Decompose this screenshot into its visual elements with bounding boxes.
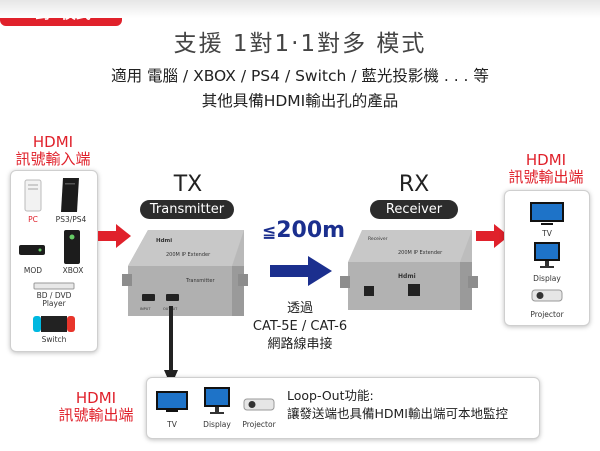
input-arrow-icon (98, 224, 131, 248)
tx-port-input: INPUT (140, 307, 151, 311)
device-label-bd: BD / DVD Player (11, 292, 97, 308)
tx-model-print: 200M IP Extender (166, 252, 211, 258)
rx-side-print: Receiver (368, 236, 388, 242)
tx-hdmi-logo: Hdmi (156, 238, 172, 244)
output-label-tv: TV (542, 229, 552, 238)
loopout-tv-icon (156, 391, 188, 412)
xbox-console-icon (64, 230, 80, 264)
loopout-label-display: Display (203, 420, 231, 429)
loopout-description: Loop-Out功能: 讓發送端也具備HDMI輸出端可本地監控 (287, 387, 508, 423)
tv-icon (530, 202, 564, 225)
input-title-line-1: HDMI (32, 133, 74, 151)
loopout-desc-line-2: 讓發送端也具備HDMI輸出端可本地監控 (287, 406, 508, 421)
loopout-display-icon (204, 387, 230, 414)
receiver-tag: Receiver (370, 200, 458, 219)
hdmi-products-text: 其他具備HDMI輸出孔的產品 (201, 92, 399, 110)
loopout-arrow-icon (164, 306, 178, 386)
output-title-line-1: HDMI (525, 151, 567, 169)
headline: 支援 1對1‧1對多 模式 (173, 31, 427, 57)
rx-hdmi-logo: Hdmi (398, 273, 416, 280)
loopout-desc-line-1: Loop-Out功能: (287, 388, 374, 403)
output-label-projector: Projector (530, 310, 564, 319)
cable-line-3: 網路線串接 (267, 337, 333, 352)
loopout-title-line-2: 訊號輸出端 (58, 406, 134, 424)
switch-console-icon (33, 316, 75, 332)
loopout-panel: TV Display Projector Loop-Out功能: 讓發送端也具備… (146, 377, 540, 439)
device-label-pc: PC (28, 215, 38, 224)
device-label-xbox: XBOX (62, 266, 84, 275)
tx-side-print: Transmitter (185, 278, 215, 284)
bd-player-icon (33, 282, 75, 290)
rx-code: RX (398, 172, 430, 197)
output-device-panel: TV Display Projector (504, 190, 590, 326)
pc-tower-icon (24, 179, 42, 212)
input-title-line-2: 訊號輸入端 (15, 150, 91, 168)
cable-line-2: CAT-5E / CAT-6 (252, 319, 348, 334)
receiver-unit-icon: Receiver 200M IP Extender Hdmi (340, 230, 478, 310)
network-arrow-icon (270, 256, 332, 286)
input-device-panel: PC PS3/PS4 MOD XBOX BD / DVD Player Swit… (10, 170, 98, 352)
output-title: HDMI 訊號輸出端 (500, 152, 592, 186)
input-title: HDMI 訊號輸入端 (8, 134, 98, 168)
device-label-bd-line-2: Player (42, 299, 66, 308)
cable-text: 透過 CAT-5E / CAT-6 網路線串接 (240, 300, 360, 354)
output-title-line-2: 訊號輸出端 (508, 168, 584, 186)
display-icon (534, 242, 560, 268)
compatible-devices-text: 適用 電腦 / XBOX / PS4 / Switch / 藍光投影機 . . … (111, 67, 489, 85)
transmitter-tag: Transmitter (140, 200, 234, 219)
projector-icon (531, 289, 563, 302)
tx-code: TX (173, 172, 203, 197)
loopout-title: HDMI 訊號輸出端 (54, 390, 138, 424)
ps-console-icon (61, 178, 79, 212)
distance-symbol: ≦ (262, 222, 277, 242)
device-label-switch: Switch (41, 335, 67, 344)
distance-label: ≦200m (262, 218, 354, 243)
cable-line-1: 透過 (286, 301, 313, 316)
device-label-ps: PS3/PS4 (55, 215, 87, 224)
device-label-mod: MOD (23, 266, 43, 275)
rx-model-print: 200M IP Extender (398, 250, 443, 256)
loopout-label-projector: Projector (242, 420, 276, 429)
loopout-label-tv: TV (167, 420, 177, 429)
transmitter-unit-icon: Hdmi 200M IP Extender Transmitter INPUT … (122, 230, 248, 316)
device-label-bd-line-1: BD / DVD (36, 291, 72, 300)
loopout-projector-icon (243, 398, 275, 411)
output-arrow-icon (476, 224, 509, 248)
mod-box-icon (19, 245, 45, 255)
loopout-title-line-1: HDMI (75, 389, 117, 407)
distance-value: 200m (276, 218, 346, 243)
output-label-display: Display (533, 274, 561, 283)
top-gradient-band (0, 0, 600, 18)
